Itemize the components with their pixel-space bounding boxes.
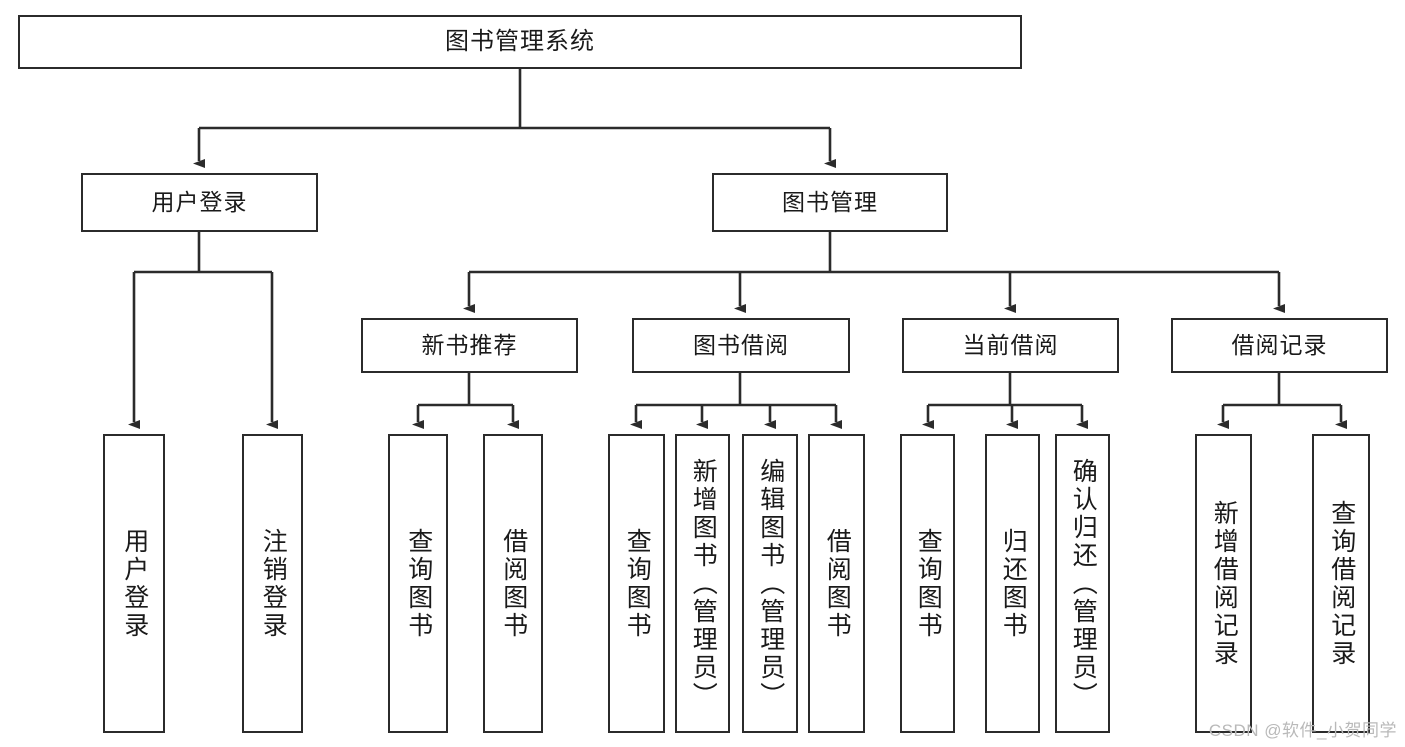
node-leaf-query-book-3[interactable]: 查询图书 [900, 434, 955, 733]
node-user-login[interactable]: 用户登录 [81, 173, 318, 232]
node-leaf-query-record[interactable]: 查询借阅记录 [1312, 434, 1370, 733]
node-leaf-borrow-book-2[interactable]: 借阅图书 [808, 434, 865, 733]
node-new-book-rec[interactable]: 新书推荐 [361, 318, 578, 373]
node-leaf-borrow-book-1[interactable]: 借阅图书 [483, 434, 543, 733]
node-leaf-query-book-2-label: 查询图书 [623, 527, 652, 640]
node-user-login-label: 用户登录 [151, 188, 248, 215]
node-book-borrow[interactable]: 图书借阅 [632, 318, 850, 373]
node-book-manage[interactable]: 图书管理 [712, 173, 948, 232]
node-book-manage-label: 图书管理 [782, 188, 878, 215]
node-book-borrow-label: 图书借阅 [693, 331, 789, 358]
node-leaf-user-login-label: 用户登录 [120, 527, 149, 640]
watermark: CSDN @软件_小贺同学 [1208, 721, 1397, 740]
node-leaf-borrow-book-1-label: 借阅图书 [499, 527, 528, 640]
node-leaf-query-record-label: 查询借阅记录 [1327, 499, 1356, 668]
node-leaf-logout-label: 注销登录 [259, 527, 288, 640]
node-leaf-query-book-3-label: 查询图书 [914, 527, 943, 640]
node-leaf-add-book[interactable]: 新增图书（管理员） [675, 434, 730, 733]
node-current-borrow-label: 当前借阅 [962, 331, 1059, 358]
node-leaf-confirm-return[interactable]: 确认归还（管理员） [1055, 434, 1110, 733]
node-root-label: 图书管理系统 [445, 27, 595, 55]
node-leaf-logout[interactable]: 注销登录 [242, 434, 303, 733]
node-leaf-add-book-label: 新增图书（管理员） [689, 457, 718, 710]
node-root[interactable]: 图书管理系统 [18, 15, 1022, 69]
node-borrow-record-label: 借阅记录 [1231, 331, 1328, 358]
node-leaf-add-record-label: 新增借阅记录 [1210, 499, 1239, 668]
node-borrow-record[interactable]: 借阅记录 [1171, 318, 1388, 373]
node-leaf-edit-book-label: 编辑图书（管理员） [756, 457, 785, 710]
node-leaf-return-book-label: 归还图书 [999, 527, 1028, 640]
node-leaf-query-book-2[interactable]: 查询图书 [608, 434, 665, 733]
node-leaf-user-login[interactable]: 用户登录 [103, 434, 165, 733]
node-leaf-query-book-1[interactable]: 查询图书 [388, 434, 448, 733]
node-leaf-return-book[interactable]: 归还图书 [985, 434, 1040, 733]
node-leaf-query-book-1-label: 查询图书 [404, 527, 433, 640]
node-new-book-rec-label: 新书推荐 [421, 331, 518, 358]
node-current-borrow[interactable]: 当前借阅 [902, 318, 1119, 373]
node-leaf-edit-book[interactable]: 编辑图书（管理员） [742, 434, 798, 733]
node-leaf-add-record[interactable]: 新增借阅记录 [1195, 434, 1252, 733]
node-leaf-confirm-return-label: 确认归还（管理员） [1069, 457, 1098, 710]
node-leaf-borrow-book-2-label: 借阅图书 [823, 527, 852, 640]
